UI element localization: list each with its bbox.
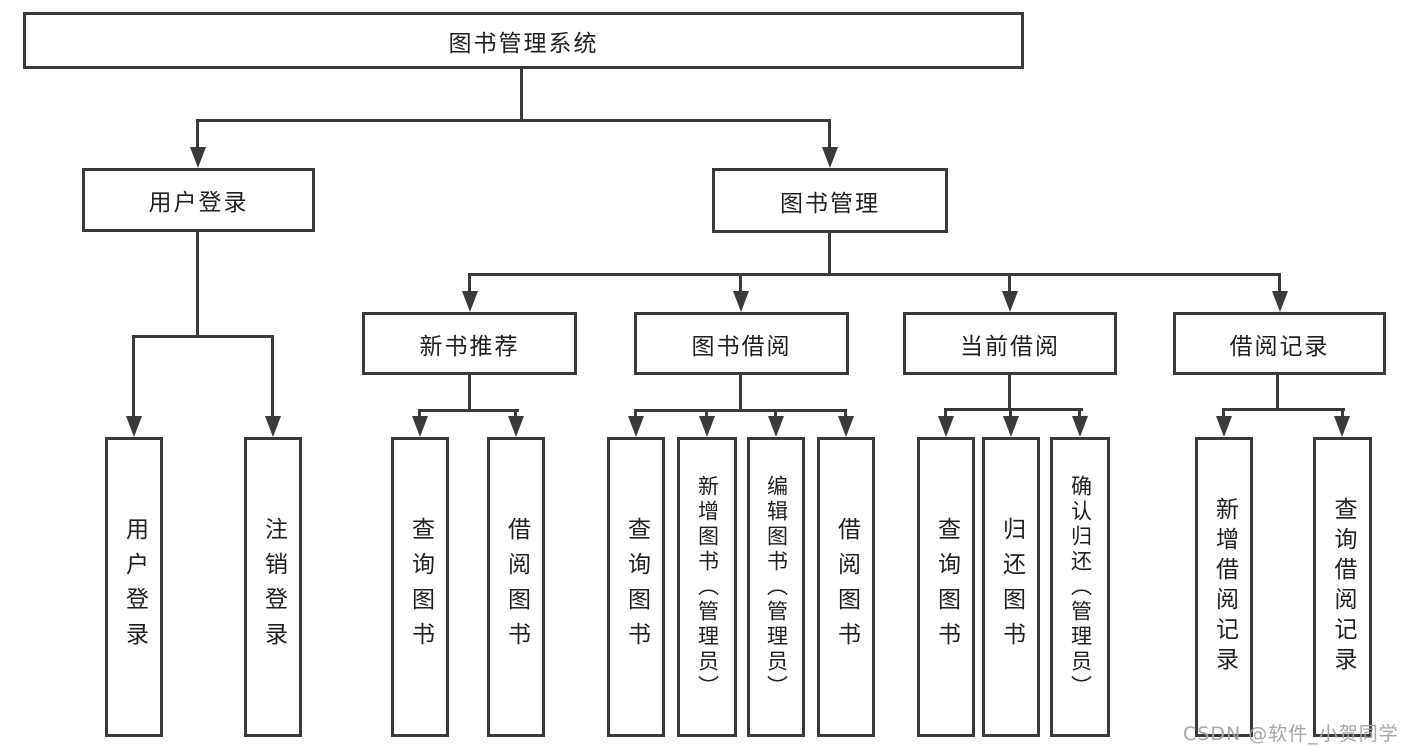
- connector-vline: [1078, 408, 1081, 421]
- arrowhead-down-icon: [1072, 416, 1088, 437]
- leaf-confirm-return-admin-label: 确认归还（管理员）: [1068, 474, 1093, 700]
- arrowhead-down-icon: [1003, 416, 1019, 437]
- arrowhead-down-icon: [938, 416, 954, 437]
- connector-vline: [1278, 273, 1281, 295]
- leaf-query-books-current: 查询图书: [917, 437, 975, 737]
- arrowhead-down-icon: [733, 291, 749, 312]
- leaf-query-books-borrow: 查询图书: [607, 437, 665, 737]
- connector-vline: [1009, 408, 1012, 421]
- leaf-edit-book-admin: 编辑图书（管理员）: [747, 437, 805, 737]
- leaf-add-book-admin: 新增图书（管理员）: [677, 437, 737, 737]
- node-borrow-records: 借阅记录: [1173, 312, 1386, 375]
- node-current-borrow: 当前借阅: [903, 312, 1117, 375]
- leaf-borrow-books-recommend: 借阅图书: [487, 437, 545, 737]
- arrowhead-down-icon: [190, 147, 206, 168]
- connector-vline: [1222, 408, 1225, 421]
- leaf-logout: 注销登录: [244, 437, 302, 737]
- connector-hline: [1222, 408, 1345, 411]
- connector-vline: [739, 273, 742, 295]
- connector-vline: [468, 373, 471, 411]
- connector-vline: [520, 67, 523, 122]
- node-book-borrow-label: 图书借阅: [691, 333, 792, 360]
- connector-vline: [1276, 373, 1279, 410]
- connector-vline: [844, 409, 847, 421]
- leaf-query-books-recommend: 查询图书: [391, 437, 449, 737]
- connector-vline: [828, 231, 831, 276]
- arrowhead-down-icon: [768, 416, 784, 437]
- watermark: CSDN @软件_小贺同学: [1183, 723, 1399, 745]
- arrowhead-down-icon: [462, 291, 478, 312]
- connector-vline: [418, 409, 421, 421]
- leaf-query-borrow-record: 查询借阅记录: [1313, 437, 1372, 737]
- arrowhead-down-icon: [1216, 416, 1232, 437]
- arrowhead-down-icon: [822, 147, 838, 168]
- leaf-edit-book-admin-label: 编辑图书（管理员）: [764, 474, 789, 700]
- arrowhead-down-icon: [508, 416, 524, 437]
- node-book-borrow: 图书借阅: [634, 312, 849, 375]
- arrowhead-down-icon: [1002, 291, 1018, 312]
- arrowhead-down-icon: [265, 416, 281, 437]
- node-book-management-label: 图书管理: [780, 190, 880, 217]
- connector-vline: [468, 273, 471, 295]
- connector-vline: [774, 409, 777, 421]
- connector-hline: [468, 273, 1281, 276]
- connector-vline: [271, 335, 274, 418]
- node-user-login: 用户登录: [82, 168, 315, 232]
- leaf-user-login-label: 用户登录: [121, 517, 148, 657]
- arrowhead-down-icon: [838, 416, 854, 437]
- leaf-query-books-recommend-label: 查询图书: [407, 517, 434, 657]
- leaf-confirm-return-admin: 确认归还（管理员）: [1050, 437, 1110, 737]
- connector-vline: [1341, 408, 1344, 421]
- connector-vline: [944, 408, 947, 421]
- arrowhead-down-icon: [699, 416, 715, 437]
- leaf-logout-label: 注销登录: [260, 517, 287, 657]
- leaf-borrow-books: 借阅图书: [817, 437, 875, 737]
- connector-hline: [418, 409, 519, 412]
- leaf-query-borrow-record-label: 查询借阅记录: [1330, 497, 1356, 677]
- leaf-add-book-admin-label: 新增图书（管理员）: [695, 474, 720, 700]
- connector-vline: [132, 335, 135, 418]
- node-book-management: 图书管理: [712, 168, 948, 233]
- node-borrow-records-label: 借阅记录: [1229, 333, 1330, 360]
- leaf-add-borrow-record: 新增借阅记录: [1195, 437, 1253, 737]
- connector-vline: [196, 230, 199, 338]
- node-root-label: 图书管理系统: [448, 30, 599, 57]
- connector-hline: [196, 119, 831, 122]
- leaf-add-borrow-record-label: 新增借阅记录: [1211, 497, 1238, 677]
- leaf-borrow-books-label: 借阅图书: [833, 517, 860, 657]
- leaf-user-login: 用户登录: [105, 437, 163, 737]
- node-current-borrow-label: 当前借阅: [960, 333, 1060, 360]
- connector-vline: [196, 119, 199, 152]
- node-new-book-recommend-label: 新书推荐: [419, 333, 520, 360]
- connector-vline: [1008, 373, 1011, 410]
- connector-vline: [1008, 273, 1011, 295]
- node-new-book-recommend: 新书推荐: [362, 312, 577, 375]
- connector-hline: [634, 409, 847, 412]
- leaf-return-book-label: 归还图书: [998, 517, 1025, 657]
- leaf-return-book: 归还图书: [982, 437, 1040, 737]
- connector-vline: [739, 373, 742, 411]
- connector-vline: [634, 409, 637, 421]
- arrowhead-down-icon: [412, 416, 428, 437]
- connector-vline: [705, 409, 708, 421]
- arrowhead-down-icon: [628, 416, 644, 437]
- connector-hline: [132, 335, 274, 338]
- connector-vline: [828, 119, 831, 152]
- arrowhead-down-icon: [1272, 291, 1288, 312]
- leaf-borrow-books-recommend-label: 借阅图书: [503, 517, 530, 657]
- leaf-query-books-current-label: 查询图书: [933, 517, 960, 657]
- arrowhead-down-icon: [126, 416, 142, 437]
- leaf-query-books-borrow-label: 查询图书: [623, 517, 650, 657]
- node-root: 图书管理系统: [23, 12, 1024, 69]
- connector-hline: [944, 408, 1083, 411]
- arrowhead-down-icon: [1334, 416, 1350, 437]
- node-user-login-label: 用户登录: [148, 190, 249, 216]
- connector-vline: [514, 409, 517, 421]
